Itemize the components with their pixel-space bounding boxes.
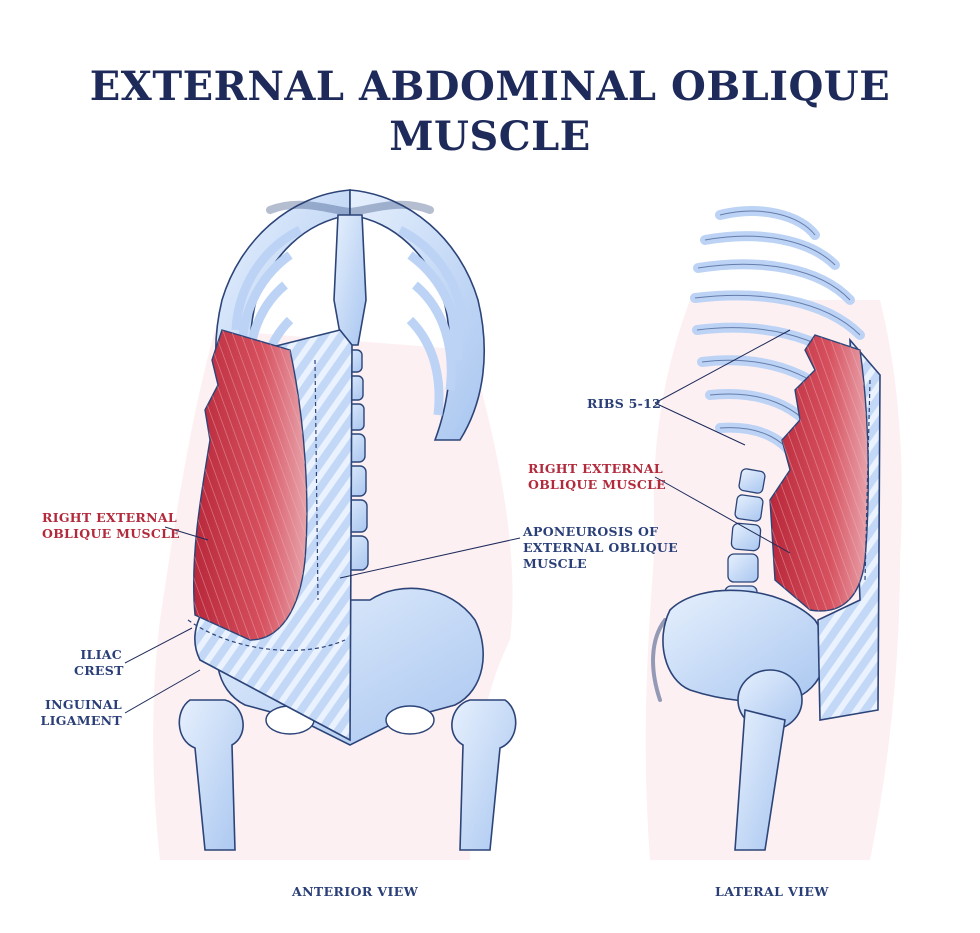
anterior-femur-right	[451, 699, 517, 851]
leader-lateral-muscle	[654, 476, 791, 554]
lateral-dashed-border	[864, 379, 871, 581]
anterior-femur-left	[178, 699, 244, 851]
label-ribs: RIBS 5-12	[587, 396, 662, 411]
lateral-view	[645, 206, 902, 860]
label-inguinal-line-1: INGUINAL	[44, 697, 122, 712]
anterior-dashed-inner	[314, 359, 319, 601]
page-title: EXTERNAL ABDOMINAL OBLIQUE MUSCLE	[0, 62, 980, 162]
caption-anterior-view: ANTERIOR VIEW	[292, 884, 419, 899]
leader-iliac	[124, 627, 193, 664]
anterior-obturator-right	[385, 705, 435, 735]
leader-anterior-muscle	[164, 526, 209, 541]
anterior-sternum	[333, 214, 367, 346]
label-anterior-muscle: RIGHT EXTERNAL OBLIQUE MUSCLE	[42, 510, 180, 542]
label-inguinal-line-2: LIGAMENT	[40, 713, 122, 728]
label-lateral-muscle: RIGHT EXTERNAL OBLIQUE MUSCLE	[528, 461, 666, 493]
label-aponeurosis-line-3: MUSCLE	[523, 556, 587, 571]
leader-inguinal	[124, 669, 201, 714]
leader-ribs-a	[654, 329, 791, 404]
anterior-view	[124, 189, 521, 860]
title-line-1: EXTERNAL ABDOMINAL OBLIQUE	[89, 63, 891, 110]
label-iliac-crest: ILIAC CREST	[74, 647, 124, 679]
leader-aponeurosis	[339, 537, 521, 579]
lateral-muscle-fibers	[770, 335, 869, 611]
anterior-clavicle	[266, 200, 434, 217]
label-aponeurosis-line-2: EXTERNAL OBLIQUE	[523, 540, 678, 555]
label-inguinal-ligament: INGUINAL LIGAMENT	[38, 697, 122, 729]
title-line-2: MUSCLE	[389, 113, 591, 160]
lateral-femur	[734, 708, 786, 851]
anterior-muscle-fibers	[193, 330, 307, 640]
label-lateral-muscle-line-1: RIGHT EXTERNAL	[528, 461, 663, 476]
label-lateral-muscle-line-2: OBLIQUE MUSCLE	[528, 477, 666, 492]
leader-ribs-b	[654, 402, 746, 446]
label-iliac-line-1: ILIAC	[80, 647, 122, 662]
lateral-coccyx	[651, 618, 667, 702]
label-aponeurosis: APONEUROSIS OF EXTERNAL OBLIQUE MUSCLE	[523, 524, 678, 572]
label-iliac-line-2: CREST	[74, 663, 124, 678]
label-anterior-muscle-line-2: OBLIQUE MUSCLE	[42, 526, 180, 541]
caption-lateral-view: LATERAL VIEW	[715, 884, 829, 899]
label-anterior-muscle-line-1: RIGHT EXTERNAL	[42, 510, 177, 525]
label-aponeurosis-line-1: APONEUROSIS OF	[523, 524, 659, 539]
